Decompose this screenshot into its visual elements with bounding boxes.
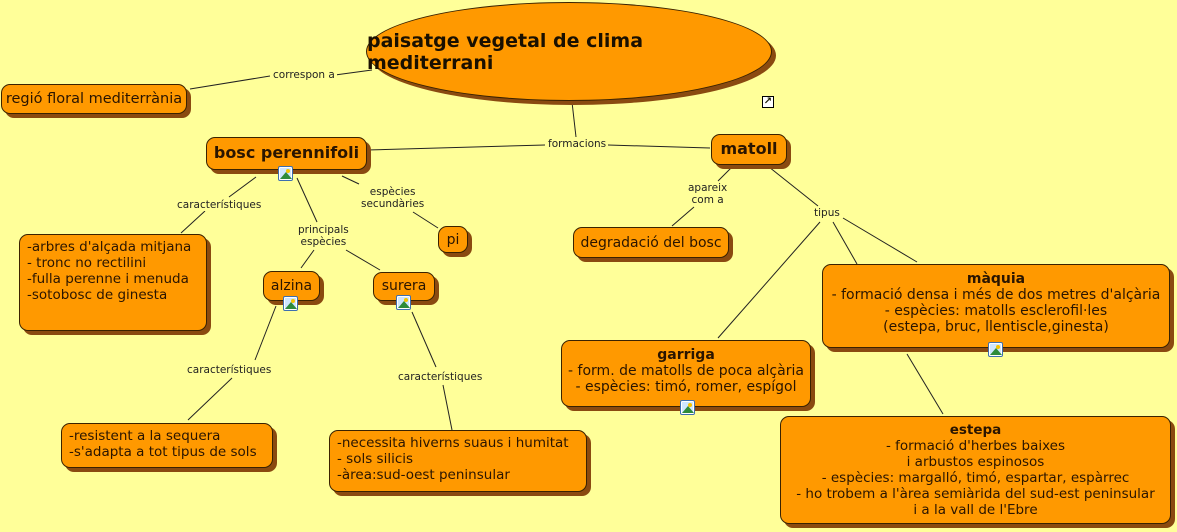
line-matoll-apareix [717,165,734,182]
line-bosc-espsec [341,175,360,185]
node-bosc-perennifoli[interactable]: bosc perennifoli [206,137,367,170]
node-regio-floral[interactable]: regió floral mediterrània [1,84,187,114]
node-degradacio-bosc[interactable]: degradació del bosc [573,227,729,258]
link-label-apareix: apareix com a [686,182,730,206]
link-label-caracteristiques: característiques [175,199,264,211]
link-label-correspon: correspon a [271,69,337,81]
text-line: - tronc no rectilini [27,255,147,271]
link-label-line: espècies [369,186,416,198]
line-root-correspon [334,69,373,76]
link-label-formacions: formacions [546,138,609,150]
node-alzina-label: alzina [270,278,313,294]
node-maquia-title: màquia [966,271,1026,287]
image-icon[interactable] [283,296,298,311]
text-line: - espècies: timó, romer, espígol [575,379,797,395]
line-surera-car [411,311,437,368]
node-garriga-title: garriga [657,347,715,363]
link-label-line: apareix [688,182,728,194]
link-label-line: espècies [300,236,347,248]
link-label-line: principals [298,224,349,236]
node-bosc-caracteristiques[interactable]: -arbres d'alçada mitjana - tronc no rect… [19,234,207,331]
text-line: -resistent a la sequera [69,428,221,444]
text-line: -arbres d'alçada mitjana [27,239,192,255]
line-tipus-maquia2 [842,217,918,263]
line-tipus-garriga [717,221,821,339]
image-icon[interactable] [680,400,695,415]
node-matoll[interactable]: matoll [711,134,787,165]
text-line: - formació d'herbes baixes [885,438,1066,454]
node-pi-label: pi [446,232,460,248]
node-bosc-perennifoli-label: bosc perennifoli [213,143,360,162]
text-line: i arbustos espinosos [906,454,1045,470]
line-root-formacions [571,101,577,138]
text-line: -fulla perenne i menuda [27,271,189,287]
link-label-principals-especies: principals espècies [296,224,351,248]
text-line: -s'adapta a tot tipus de sols [69,444,257,460]
root-concept-label: paisatge vegetal de clima mediterrani [367,29,644,74]
line-apareix-deg [671,206,695,227]
line-princ-alzina [300,249,315,269]
text-line: i a la vall de l'Ebre [913,502,1038,518]
line-car-box [180,210,206,234]
node-matoll-label: matoll [720,139,778,158]
line-alzina-car [254,305,277,361]
line-bosc-car [228,176,257,198]
text-line: (estepa, bruc, llentiscle,ginesta) [883,319,1109,335]
line-bosc-princ [296,177,318,223]
line-princ-surera [345,249,381,271]
link-label-surera-caracteristiques: característiques [396,371,485,383]
text-line: - espècies: matolls esclerofil·les [884,303,1108,319]
text-line: -necessita hiverns suaus i humitat [337,435,569,451]
text-line: - sols silicis [337,451,414,467]
link-label-especies-secundaries: espècies secundàries [359,186,427,210]
external-link-icon[interactable]: ↗ [762,96,774,108]
text-line: - ho trobem a l'àrea semiàrida del sud-e… [796,486,1155,502]
line-alzcar-box [187,377,233,421]
node-estepa[interactable]: estepa - formació d'herbes baixes i arbu… [780,416,1171,524]
node-alzina-caracteristiques[interactable]: -resistent a la sequera -s'adapta a tot … [61,423,273,468]
node-surera-label: surera [381,278,427,294]
image-icon[interactable] [988,342,1003,357]
link-label-line: com a [691,194,724,206]
line-formacions-matoll [607,144,711,149]
node-pi[interactable]: pi [438,226,468,253]
node-estepa-title: estepa [949,422,1002,438]
node-surera-caracteristiques[interactable]: -necessita hiverns suaus i humitat - sol… [329,430,587,492]
line-formacions-bosc [366,144,546,151]
image-icon[interactable] [278,166,293,181]
link-label-line: secundàries [361,198,425,210]
line-tipus-maquia1 [832,221,858,265]
line-surcar-box [442,384,453,431]
line-matoll-tipus [768,166,819,207]
text-line: - formació densa i més de dos metres d'a… [831,287,1161,303]
link-label-tipus: tipus [812,207,842,219]
line-espsec-pi [412,211,439,229]
text-line: - espècies: margalló, timó, espartar, es… [821,470,1130,486]
text-line: - form. de matolls de poca alçària [568,363,804,379]
node-degradacio-bosc-label: degradació del bosc [580,235,722,251]
line-correspon-regio [189,75,271,90]
image-icon[interactable] [396,295,411,310]
link-label-alzina-caracteristiques: característiques [185,364,274,376]
root-concept[interactable]: paisatge vegetal de clima mediterrani [366,2,772,101]
node-regio-floral-label: regió floral mediterrània [5,91,183,107]
line-maquia-estepa [906,353,944,415]
text-line: -sotobosc de ginesta [27,287,168,303]
node-maquia[interactable]: màquia - formació densa i més de dos met… [822,264,1170,348]
text-line: -àrea:sud-oest peninsular [337,467,510,483]
node-garriga[interactable]: garriga - form. de matolls de poca alçàr… [561,340,811,407]
